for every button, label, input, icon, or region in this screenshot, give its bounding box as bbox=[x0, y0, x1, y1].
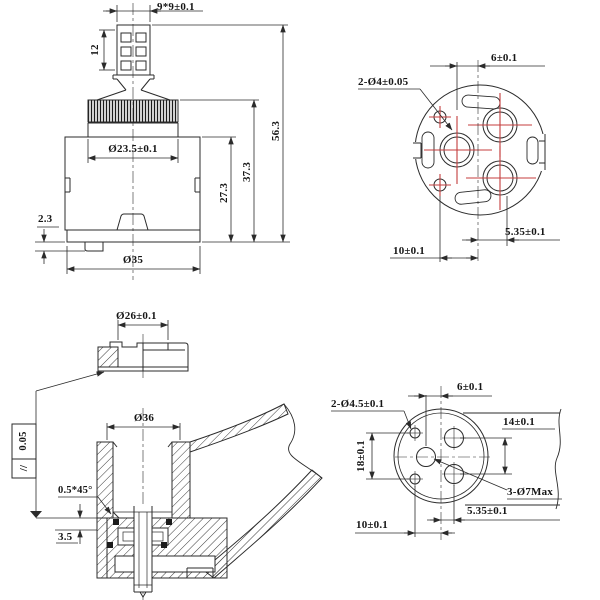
label-small-holes-bottom-view: 2-Ø4.5±0.1 bbox=[331, 398, 385, 410]
dim-bore-diameter: Ø36 bbox=[133, 412, 155, 424]
parallelism-tolerance-value: 0.05 bbox=[18, 431, 29, 451]
dim-total-height: 56.3 bbox=[270, 120, 282, 142]
dim-body-height: 27.3 bbox=[218, 182, 230, 204]
label-big-holes-bottom-view: 3-Ø7Max bbox=[507, 486, 554, 498]
dim-cap-diameter: Ø26±0.1 bbox=[116, 310, 157, 322]
dim-hole-offset-x-top-view: 6±0.1 bbox=[491, 52, 518, 64]
dim-hole-offset-x-bottom-view: 6±0.1 bbox=[457, 381, 484, 393]
dim-stem-square: 9*9±0.1 bbox=[157, 1, 195, 13]
cartridge-bottom-view bbox=[358, 60, 560, 264]
dim-left-holes-spacing: 18±0.1 bbox=[355, 440, 367, 472]
dim-spline-height: 12 bbox=[89, 44, 101, 56]
dim-base-lip: 2.3 bbox=[38, 213, 53, 225]
section-view bbox=[36, 403, 323, 600]
cap-view bbox=[11, 320, 189, 518]
label-small-holes-top-view: 2-Ø4±0.05 bbox=[358, 76, 409, 88]
dim-collar-diameter: Ø23.5±0.1 bbox=[108, 143, 158, 155]
dim-collar-height: 37.3 bbox=[241, 161, 253, 183]
parallelism-symbol: // bbox=[18, 464, 30, 472]
dim-hole-offset-small-bottom-view: 10±0.1 bbox=[356, 519, 388, 531]
dim-hole-offset-right-top-view: 5.35±0.1 bbox=[505, 226, 546, 238]
housing-holes-view bbox=[331, 386, 562, 540]
front-view bbox=[35, 3, 290, 280]
dim-base-diameter: Ø35 bbox=[122, 254, 144, 266]
dim-seat-depth: 3.5 bbox=[58, 531, 73, 543]
dim-hole-offset-right-bottom-view: 5.35±0.1 bbox=[467, 505, 508, 517]
dim-hole-offset-small-top-view: 10±0.1 bbox=[393, 245, 425, 257]
dim-right-holes-spacing: 14±0.1 bbox=[503, 416, 535, 428]
chamfer-note: 0.5*45° bbox=[58, 485, 93, 496]
